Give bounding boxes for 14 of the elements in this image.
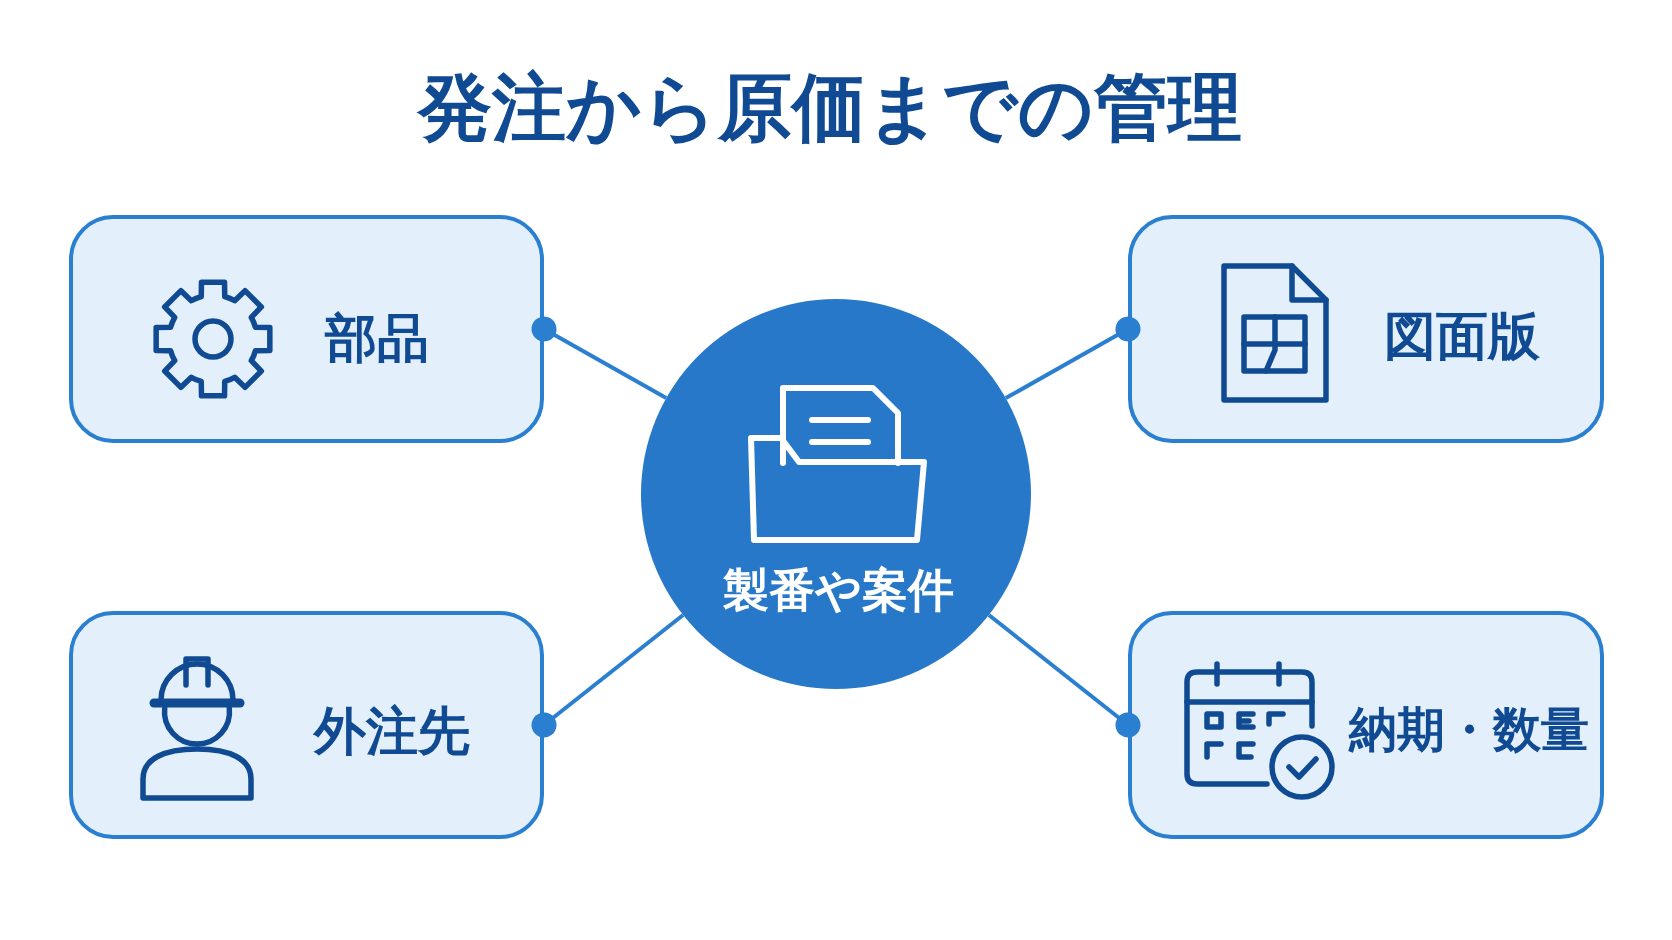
connector-line	[1004, 316, 1141, 400]
category-label: 図面版	[1384, 310, 1540, 362]
category-label: 外注先	[314, 705, 470, 757]
connector-line	[531, 613, 685, 738]
title: 発注から原価までの管理	[418, 70, 1242, 144]
category-box	[1128, 611, 1604, 839]
category-box	[69, 611, 544, 839]
category-label: 納期・数量	[1349, 705, 1589, 753]
hub-label: 製番や案件	[722, 567, 954, 613]
category-box	[1128, 215, 1604, 443]
category-label: 部品	[325, 312, 429, 364]
connector-line	[531, 316, 668, 400]
connector-line	[987, 613, 1141, 738]
category-box	[69, 215, 544, 443]
